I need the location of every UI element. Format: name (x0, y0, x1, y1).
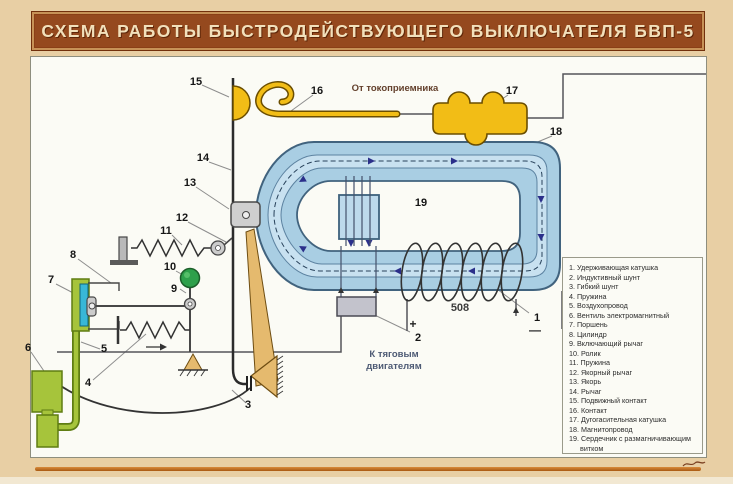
electromagnetic-valve (31, 370, 63, 448)
bottom-rule (35, 467, 701, 471)
legend-item: 13. Якорь (569, 377, 602, 386)
legend-item: 8. Цилиндр (569, 329, 607, 339)
legend-item: 15. Подвижный контакт (569, 396, 647, 405)
poster-title: СХЕМА РАБОТЫ БЫСТРОДЕЙСТВУЮЩЕГО ВЫКЛЮЧАТ… (31, 11, 705, 51)
callout-14: 14 (197, 152, 210, 164)
callout-3: 3 (245, 399, 251, 411)
legend-item: 2. Индуктивный шунт (569, 272, 641, 282)
pneumatic-cylinder (71, 278, 185, 332)
minus-sign: — (529, 323, 541, 337)
to-motors-line1: К тяговым (369, 349, 418, 360)
callout-7: 7 (48, 274, 54, 286)
legend-item: 1. Удерживающая катушка (569, 263, 659, 272)
callout-11: 11 (160, 225, 172, 237)
legend-item: 16. Контакт (569, 405, 607, 415)
callout-10: 10 (164, 261, 176, 273)
legend-item: 12. Якорный рычаг (569, 367, 633, 377)
callout-2: 2 (415, 332, 421, 344)
wire-coil-to-edge (527, 73, 706, 119)
legend-item: 3. Гибкий шунт (569, 282, 619, 291)
wedge-lever (245, 228, 279, 387)
callout-15: 15 (190, 76, 202, 88)
legend-item: 5. Воздухопровод (569, 301, 628, 310)
legend-item: 19. Сердечник с размагничивающим витком (569, 434, 691, 453)
armature (230, 201, 261, 228)
legend-item: 6. Вентиль электромагнитный (569, 310, 670, 320)
legend-item: 9. Включающий рычаг (569, 339, 644, 348)
legend-item: 17. Дугогасительная катушка (569, 415, 667, 424)
current-arrows (338, 287, 519, 313)
callout-17: 17 (506, 85, 518, 97)
coil-turns-label: 508 (451, 302, 469, 314)
motion-arrow (160, 343, 167, 351)
shunt-connector (246, 376, 252, 391)
legend: 1. Удерживающая катушка 2. Индуктивный ш… (562, 257, 703, 454)
demagnetizing-core (338, 176, 519, 313)
from-pantograph-label: От токоприемника (352, 83, 439, 94)
callout-labels: 1 — 2 + 3 4 5 6 7 8 9 10 11 12 13 14 15 … (25, 76, 562, 411)
cone-pivot (250, 354, 284, 399)
to-motors-line2: двигателям (366, 361, 422, 372)
photo-edge (0, 477, 733, 484)
fulcrum (178, 352, 208, 377)
callout-1: 1 (534, 312, 540, 324)
legend-item: 4. Пружина (569, 291, 607, 301)
callout-13: 13 (184, 177, 196, 189)
roller (179, 267, 201, 289)
return-spring (110, 236, 233, 265)
callout-12: 12 (176, 212, 188, 224)
legend-item: 11. Пружина (569, 358, 611, 367)
flux-arrows (299, 157, 545, 275)
legend-item: 18. Магнитопровод (569, 424, 633, 434)
magnetic-circuit (254, 141, 561, 291)
movable-contact (232, 85, 251, 121)
callout-4: 4 (85, 377, 92, 389)
callout-18: 18 (550, 126, 562, 138)
air-duct (46, 327, 80, 431)
legend-item: 10. Ролик (569, 348, 601, 358)
fixed-contact-hook (255, 81, 401, 118)
wire-to-shunt (57, 316, 342, 353)
arc-extinguishing-coil (432, 91, 528, 146)
plus-sign: + (409, 317, 416, 331)
callout-16: 16 (311, 85, 323, 97)
flexible-shunt (57, 383, 251, 414)
inductive-shunt (336, 296, 377, 317)
callout-19: 19 (415, 197, 427, 209)
legend-item: 7. Поршень (569, 320, 608, 329)
flux-dashed-line (273, 160, 543, 272)
callout-9: 9 (171, 283, 177, 295)
callout-6: 6 (25, 342, 31, 354)
callout-8: 8 (70, 249, 76, 261)
main-lever (231, 78, 252, 391)
legend-item: 14. Рычаг (569, 386, 602, 396)
holding-coil (400, 242, 524, 302)
signature-mark (682, 461, 706, 467)
circuit-wires (57, 73, 706, 353)
callout-5: 5 (101, 343, 107, 355)
buffer-spring (116, 316, 190, 348)
